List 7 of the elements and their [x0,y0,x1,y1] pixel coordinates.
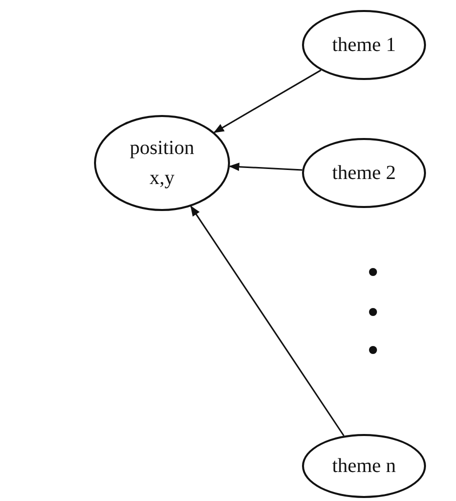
arrow [213,70,322,134]
arrow [228,162,302,172]
node-label: theme 1 [332,33,396,58]
arrow [190,206,344,436]
node-label: position x,y [128,136,196,191]
node-label: theme 2 [332,161,396,186]
node-label: theme n [332,454,396,479]
